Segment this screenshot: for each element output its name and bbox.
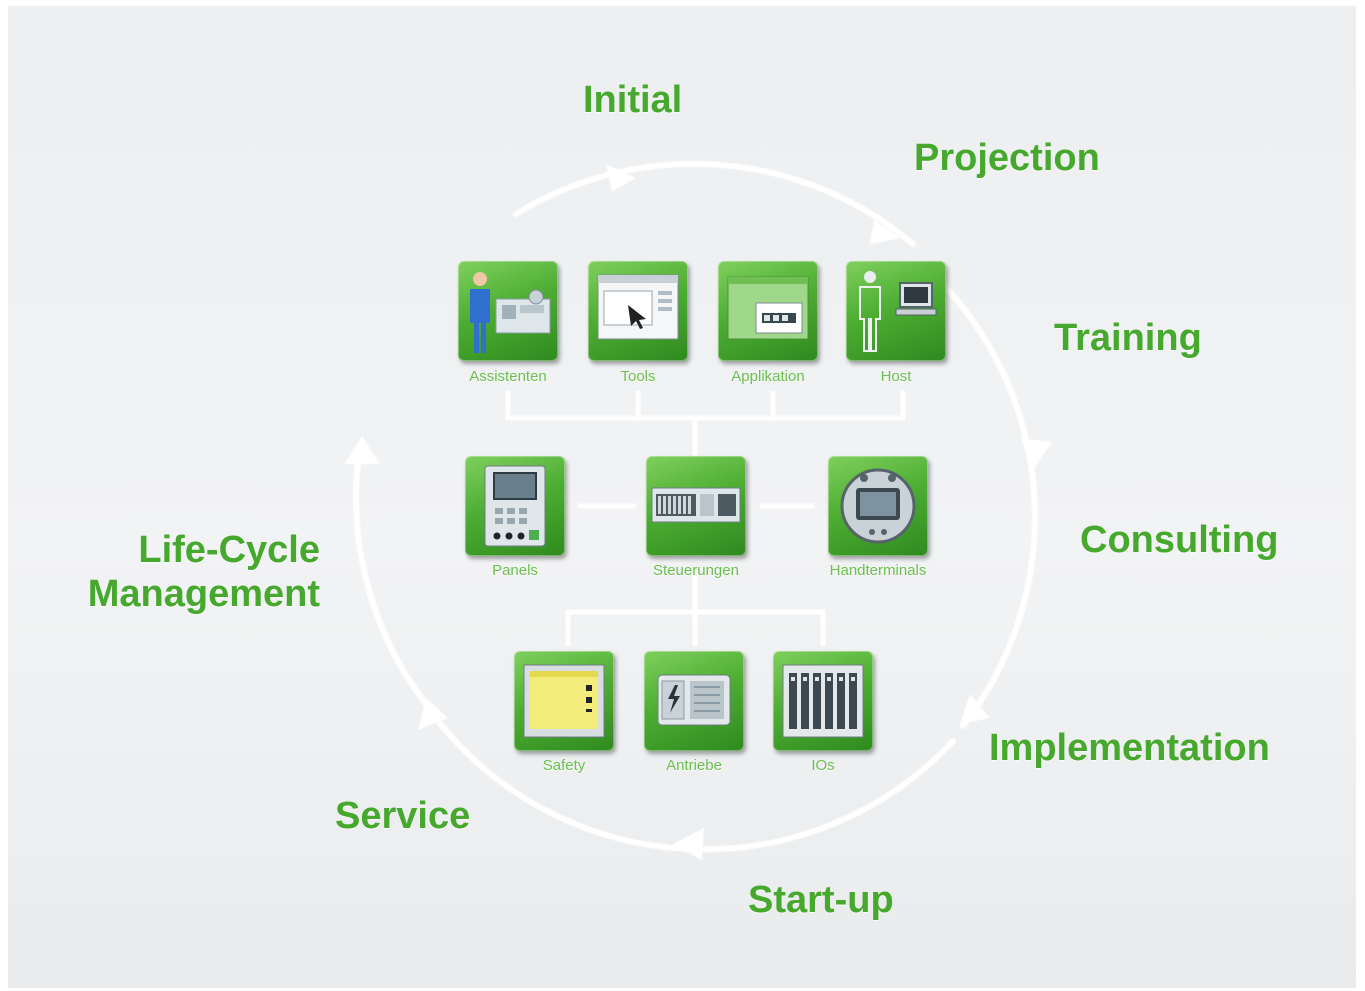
tile-applikation[interactable] (718, 261, 818, 361)
tile-label-panels: Panels (492, 562, 538, 579)
arrowhead-initial (606, 164, 636, 192)
phase-startup: Start-up (748, 879, 894, 921)
safety-module-icon (523, 664, 605, 738)
cycle-arc-top (513, 160, 916, 247)
tile-label-tools: Tools (620, 368, 656, 385)
tile-panels[interactable] (465, 456, 565, 556)
connector-bottom-tree (565, 576, 826, 646)
cycle-arrows (344, 160, 1052, 860)
tile-label-ios: IOs (811, 757, 835, 774)
arrowhead-lifecycle (344, 436, 380, 464)
phase-implementation: Implementation (989, 727, 1270, 769)
arrowhead-service (418, 698, 448, 730)
phase-projection: Projection (914, 137, 1100, 179)
tile-ios[interactable] (773, 651, 873, 751)
handheld-terminal-icon (840, 468, 916, 544)
phase-lifecycle-management: Life-Cycle Management (87, 529, 320, 615)
tile-safety[interactable] (514, 651, 614, 751)
tile-label-host: Host (880, 368, 912, 385)
lifecycle-diagram: Initial Projection Training Consulting I… (8, 6, 1356, 988)
tile-label-antriebe: Antriebe (666, 757, 722, 774)
tile-label-safety: Safety (542, 757, 586, 774)
phase-consulting: Consulting (1080, 519, 1279, 561)
person-machine-icon (470, 272, 551, 353)
arrowhead-startup (673, 828, 704, 860)
tile-label-assistenten: Assistenten (469, 368, 547, 385)
tile-steuerungen[interactable] (646, 456, 746, 556)
tile-assistenten[interactable] (458, 261, 558, 361)
cycle-arc-left (353, 443, 429, 707)
arrowhead-training (1020, 438, 1052, 468)
tile-label-steuerungen: Steuerungen (653, 562, 739, 579)
phase-training: Training (1054, 317, 1202, 359)
phase-service: Service (335, 795, 471, 837)
tile-label-handterminals: Handterminals (829, 562, 927, 579)
io-modules-icon (782, 664, 864, 738)
cycle-arc-right (930, 271, 1038, 729)
person-computer-icon (859, 271, 937, 352)
software-window-icon (597, 274, 679, 340)
tile-handterminals[interactable] (828, 456, 928, 556)
drive-motor-icon (657, 674, 731, 726)
tile-host[interactable] (846, 261, 946, 361)
tile-tools[interactable] (588, 261, 688, 361)
phase-initial: Initial (583, 79, 683, 121)
connector-top-tree (505, 391, 906, 456)
application-window-icon (727, 276, 809, 340)
tile-label-applikation: Applikation (731, 368, 805, 385)
tile-antriebe[interactable] (644, 651, 744, 751)
arrowhead-projection (870, 220, 901, 244)
operator-panel-icon (484, 465, 546, 547)
plc-controller-icon (651, 487, 741, 523)
arrowhead-implementation (960, 694, 990, 724)
